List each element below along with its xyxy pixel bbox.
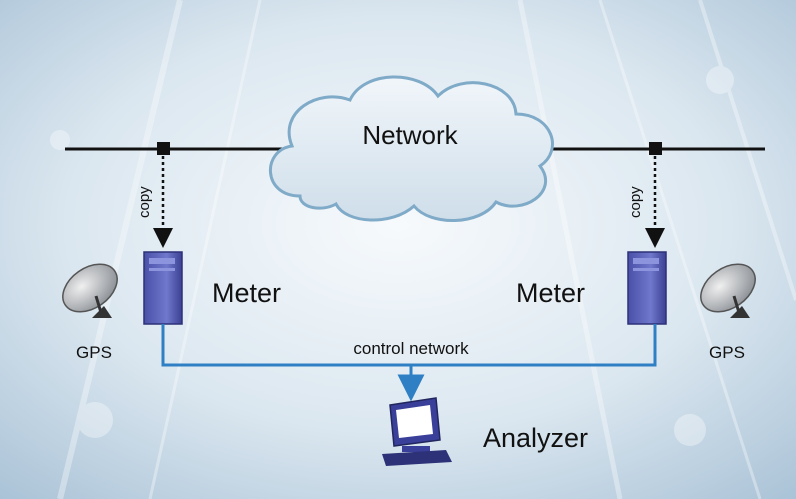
tap-right-square-icon <box>649 142 662 155</box>
background-light-streaks <box>50 0 796 499</box>
meter-left-label: Meter <box>212 278 281 308</box>
gps-left-satellite-dish-icon <box>62 263 118 318</box>
analyzer-label: Analyzer <box>483 423 588 453</box>
meter-right-server-tower-icon <box>627 251 667 325</box>
control-network-label: control network <box>353 339 469 358</box>
network-label: Network <box>362 120 458 150</box>
network-cloud: Network <box>268 75 554 222</box>
tap-left-square-icon <box>157 142 170 155</box>
gps-right-satellite-dish-icon <box>700 263 756 318</box>
copy-label-right: copy <box>627 186 644 218</box>
meter-left-server-tower-icon <box>143 251 183 325</box>
meter-right-label: Meter <box>516 278 585 308</box>
analyzer-desktop-computer-icon <box>382 397 452 466</box>
copy-label-left: copy <box>136 186 153 218</box>
gps-right-label: GPS <box>709 343 745 362</box>
gps-left-label: GPS <box>76 343 112 362</box>
control-network-line <box>161 324 657 367</box>
